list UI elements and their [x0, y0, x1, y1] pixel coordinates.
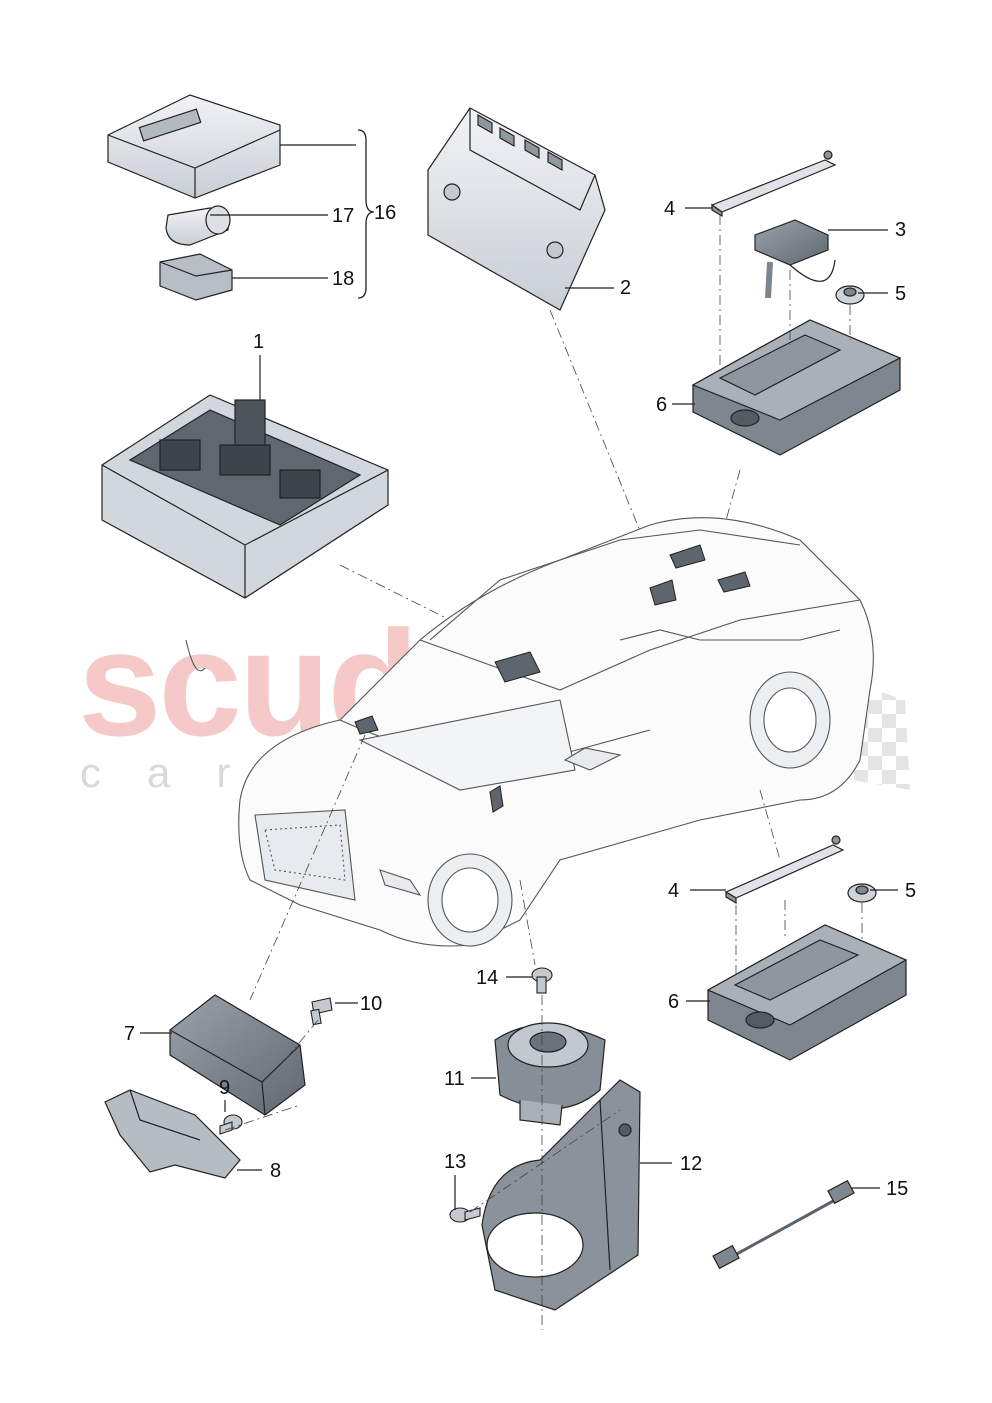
- callout-6-top: 6: [656, 394, 668, 416]
- callout-12: 12: [680, 1153, 703, 1175]
- overhead-console-1: [101, 394, 389, 599]
- control-module-2: [427, 107, 606, 311]
- callout-5-lower: 5: [905, 880, 917, 902]
- nut-5-lower: [847, 883, 877, 903]
- callout-11: 11: [444, 1068, 465, 1090]
- sensor-housing-7: [169, 994, 306, 1116]
- callout-16: 16: [374, 202, 397, 224]
- callout-15: 15: [886, 1178, 909, 1200]
- callout-5-top: 5: [895, 283, 907, 305]
- foam-tray-6-lower: [706, 924, 908, 1061]
- callout-1: 1: [253, 331, 265, 353]
- callout-18: 18: [332, 268, 355, 290]
- antenna-strip-4-top: [710, 150, 837, 218]
- screw-14: [531, 967, 553, 994]
- callout-3: 3: [895, 219, 907, 241]
- callout-7: 7: [124, 1023, 136, 1045]
- foam-tray-6-top: [691, 319, 902, 456]
- antenna-strip-4-lower: [724, 835, 845, 905]
- speaker-bracket-12: [481, 1079, 641, 1311]
- group-bracket: [357, 129, 375, 299]
- leader-lines-lower: [249, 734, 863, 1001]
- screw-10: [310, 997, 333, 1026]
- callout-17: 17: [332, 205, 355, 227]
- leader-line-1: [339, 564, 491, 641]
- battery-17: [165, 205, 231, 246]
- control-unit-16: [107, 94, 281, 199]
- screw-9: [219, 1114, 243, 1135]
- housing-18: [159, 253, 233, 301]
- antenna-module-3: [754, 219, 836, 299]
- nut-5-top: [835, 285, 865, 305]
- callout-9: 9: [219, 1077, 231, 1099]
- callout-2: 2: [620, 277, 632, 299]
- callout-6-lower: 6: [668, 991, 680, 1013]
- callout-13: 13: [444, 1151, 467, 1173]
- screw-13: [449, 1207, 481, 1223]
- callout-4-lower: 4: [668, 880, 680, 902]
- callout-8: 8: [270, 1160, 282, 1182]
- callout-14: 14: [476, 967, 499, 989]
- antenna-cable-15: [712, 1179, 855, 1270]
- leader-lines-speaker: [224, 995, 621, 1330]
- callout-4-top: 4: [664, 198, 676, 220]
- mounting-bracket-8: [104, 1089, 241, 1179]
- car-sensor-marks: [354, 544, 751, 813]
- car-illustration: [185, 517, 874, 947]
- callout-leaders: [140, 144, 898, 1210]
- speaker-11: [494, 1022, 606, 1126]
- callout-10: 10: [360, 993, 383, 1015]
